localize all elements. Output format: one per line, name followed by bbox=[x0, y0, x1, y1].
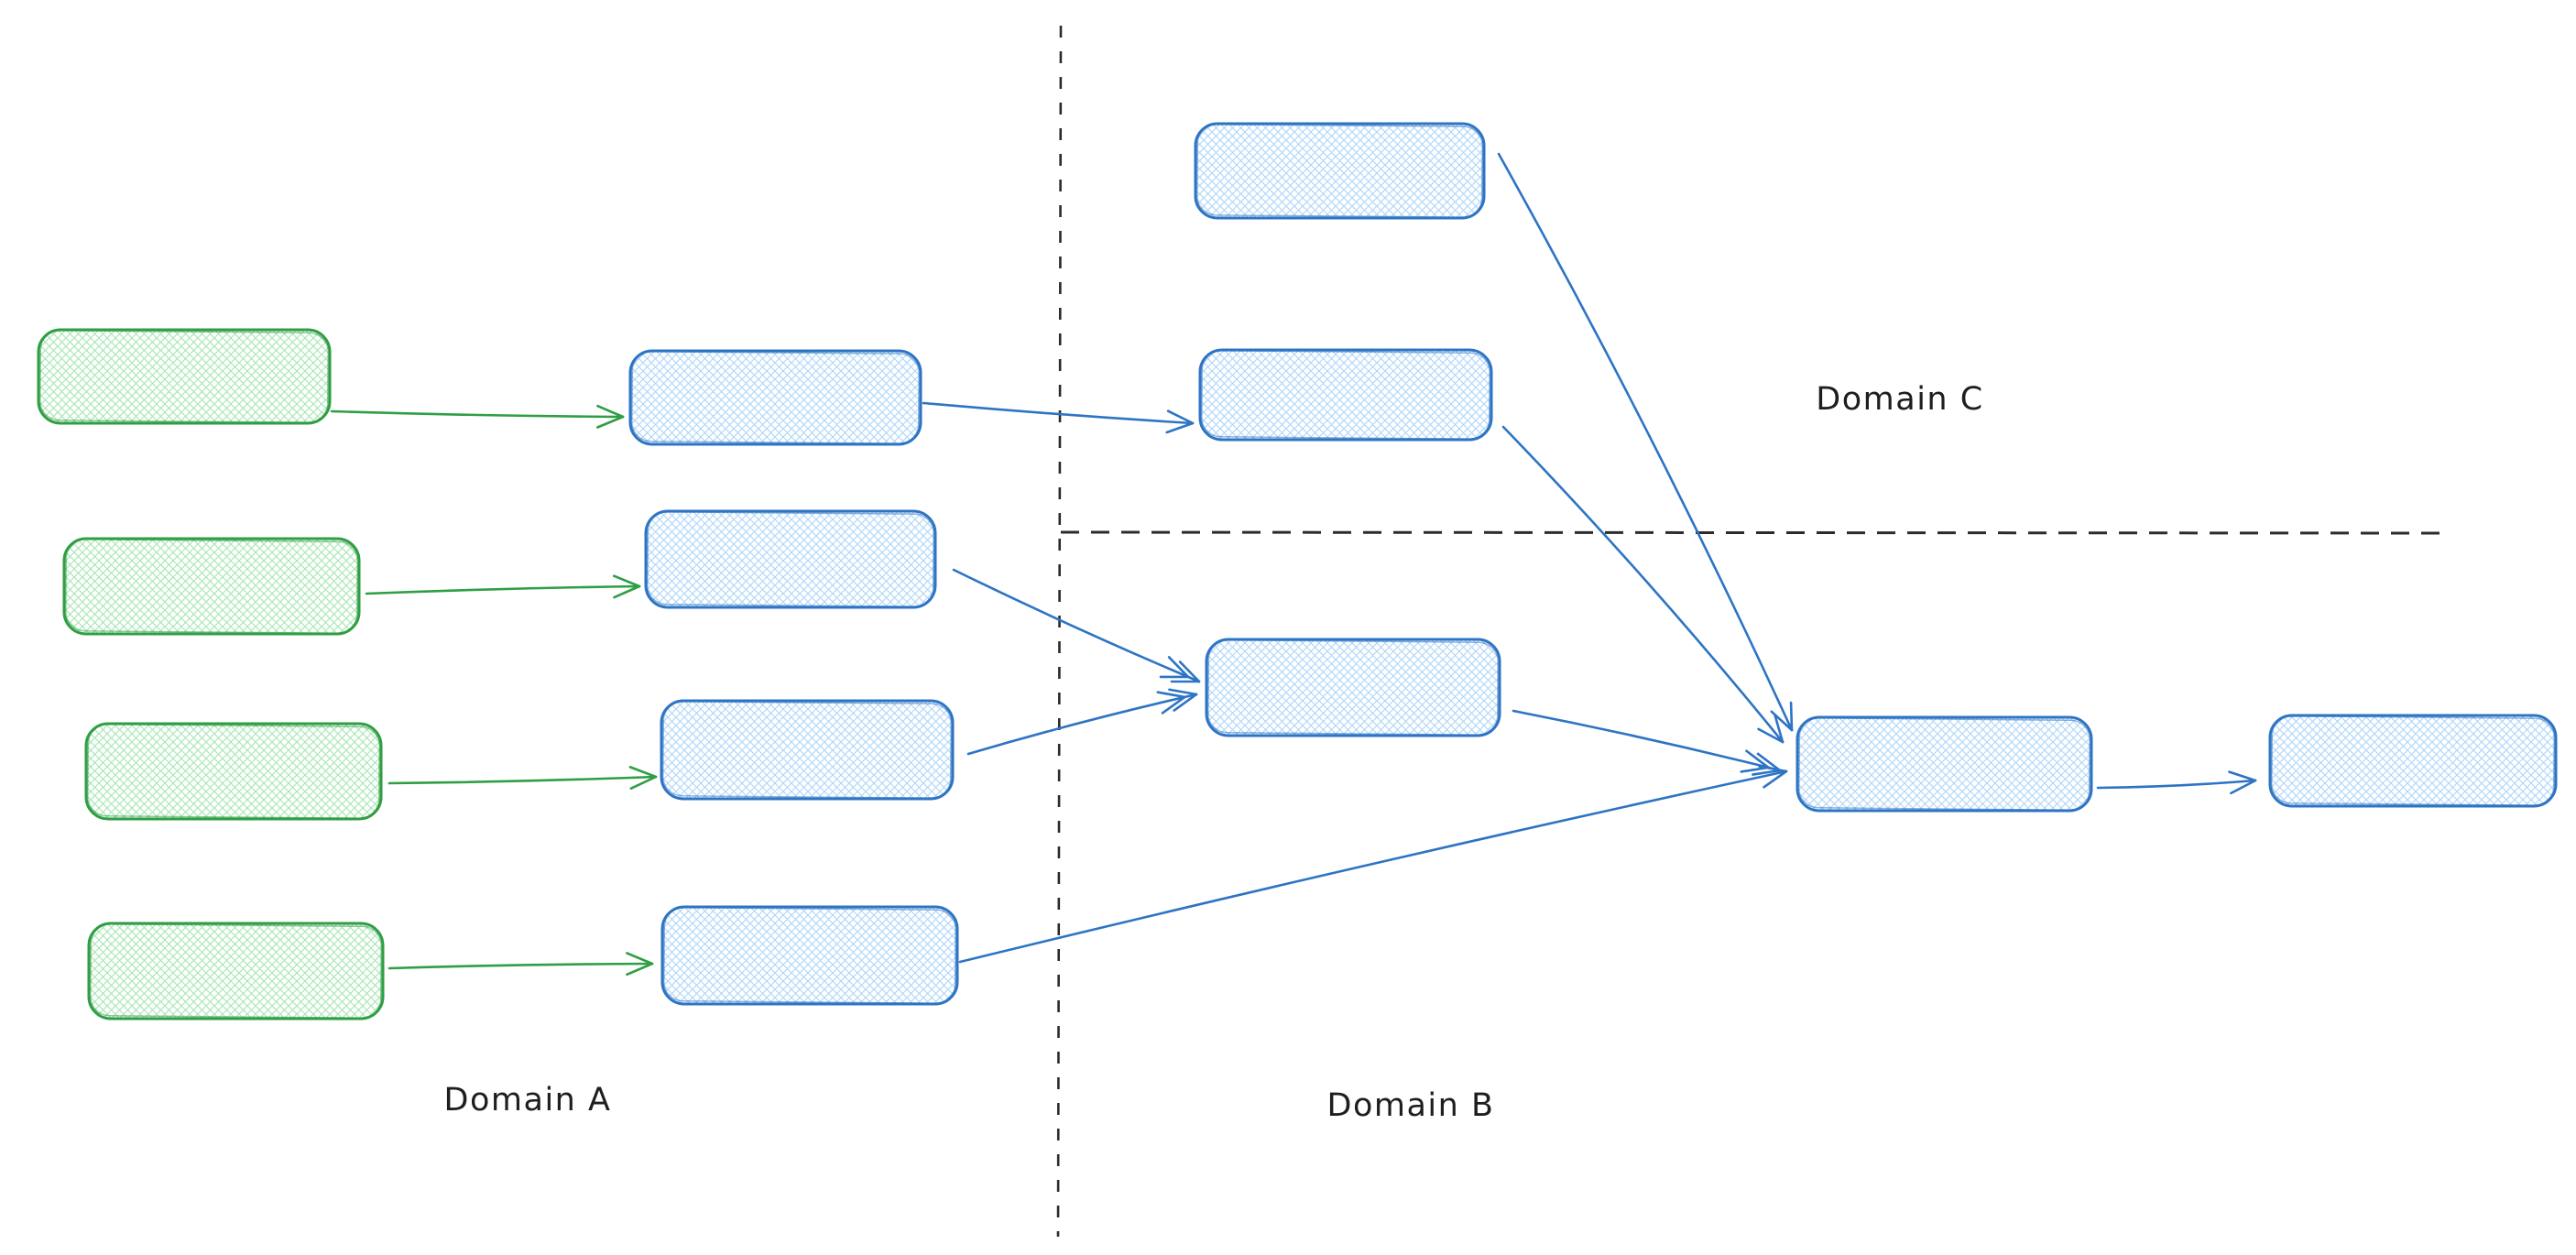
node-a-stage-1[interactable] bbox=[628, 349, 922, 446]
node-c-mid[interactable] bbox=[1198, 348, 1493, 442]
node-a-stage-3[interactable] bbox=[660, 699, 955, 801]
arrow-c-mid-to-b-hub[interactable] bbox=[1501, 425, 1785, 744]
arrow-a-source-1-to-a-stage-1[interactable] bbox=[330, 404, 625, 429]
arrow-a-stage-4-to-b-hub[interactable] bbox=[958, 765, 1788, 964]
label-domain-b[interactable]: Domain B bbox=[1327, 1087, 1495, 1124]
node-b-hub[interactable] bbox=[1796, 715, 2093, 813]
node-a-source-2[interactable] bbox=[62, 537, 361, 636]
arrow-a-source-3-to-a-stage-3[interactable] bbox=[387, 766, 658, 791]
node-a-source-1[interactable] bbox=[37, 328, 332, 425]
arrow-c-top-to-b-hub[interactable] bbox=[1497, 152, 1794, 732]
divider-vertical-domain-a-b[interactable] bbox=[1056, 25, 1063, 1238]
node-b-mid[interactable] bbox=[1205, 638, 1501, 737]
arrow-b-hub-to-b-out[interactable] bbox=[2096, 770, 2257, 795]
node-a-stage-2[interactable] bbox=[644, 509, 937, 609]
node-c-top[interactable] bbox=[1194, 122, 1486, 220]
label-domain-a[interactable]: Domain A bbox=[444, 1082, 612, 1119]
arrow-b-mid-to-b-hub[interactable] bbox=[1512, 709, 1782, 776]
arrow-a-stage-3-to-b-mid[interactable] bbox=[966, 688, 1198, 756]
node-a-stage-4[interactable] bbox=[660, 905, 959, 1006]
label-domain-c[interactable]: Domain C bbox=[1816, 381, 1983, 418]
node-a-source-3[interactable] bbox=[84, 722, 383, 821]
node-a-source-4[interactable] bbox=[87, 922, 385, 1020]
divider-horizontal-domain-b-c[interactable] bbox=[1060, 530, 2448, 535]
arrow-a-source-4-to-a-stage-4[interactable] bbox=[387, 952, 654, 977]
arrow-a-stage-2-to-b-mid[interactable] bbox=[952, 568, 1201, 683]
arrow-a-stage-1-to-c-mid[interactable] bbox=[922, 401, 1195, 434]
node-b-out[interactable] bbox=[2268, 714, 2558, 808]
arrow-a-source-2-to-a-stage-2[interactable] bbox=[365, 574, 641, 599]
